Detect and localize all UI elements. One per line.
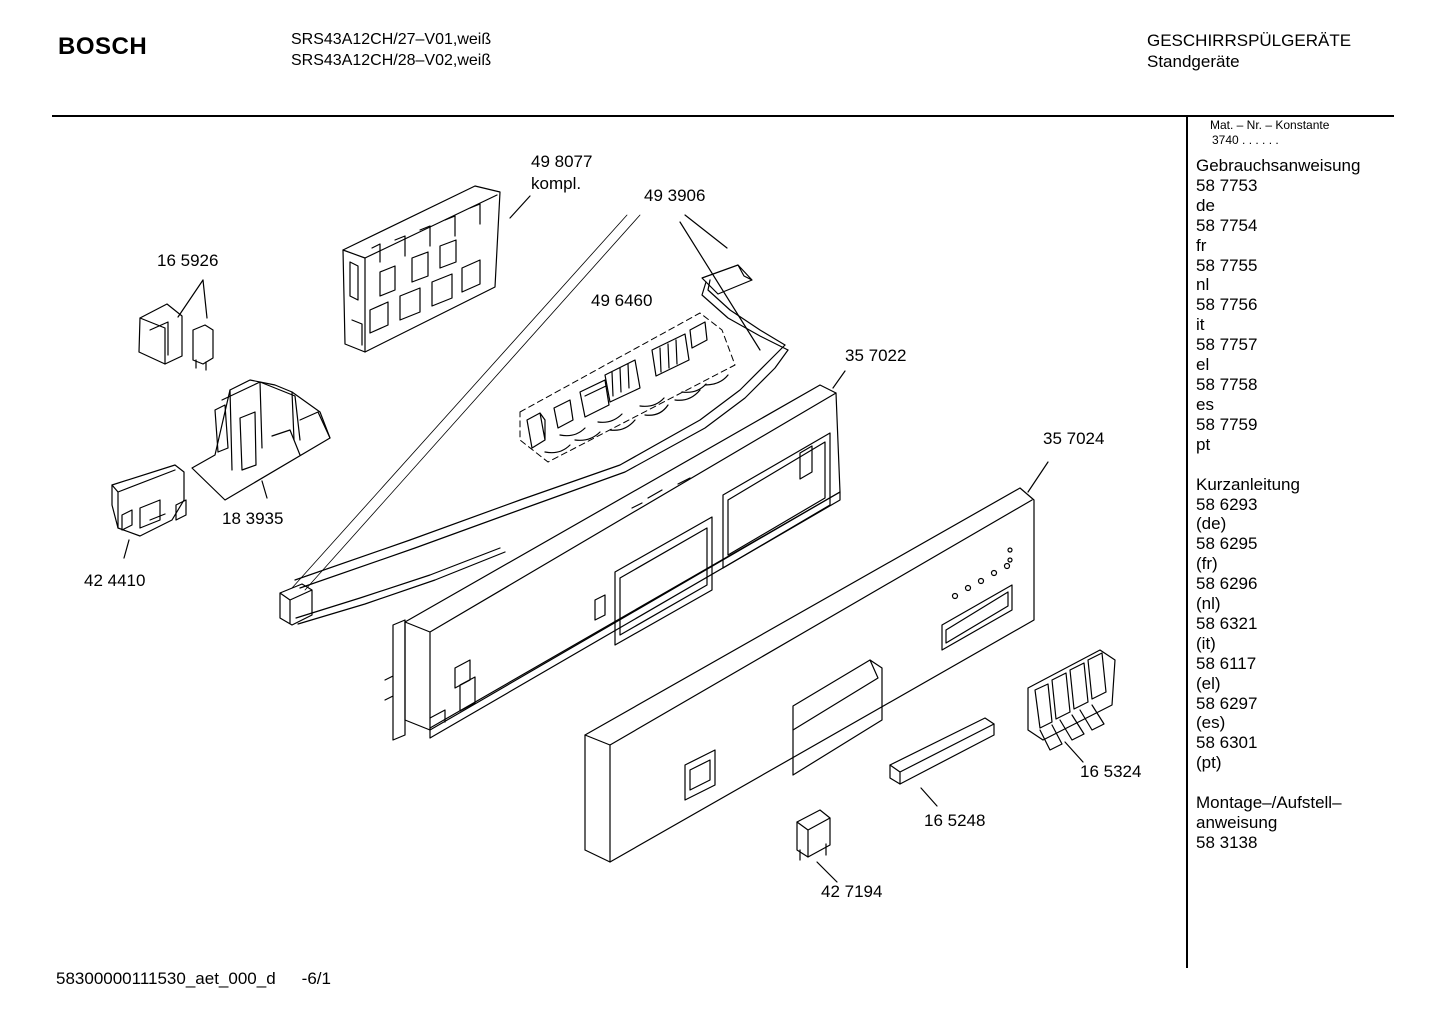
part-note-label: kompl. xyxy=(531,174,582,193)
sidebar-line: anweisung xyxy=(1196,813,1278,833)
cable-harness-part xyxy=(279,264,789,626)
sidebar-line: es xyxy=(1196,394,1214,414)
part-number-label: 35 7024 xyxy=(1043,429,1105,448)
sidebar-line: Montage–/Aufstell– xyxy=(1196,793,1342,813)
material-constant-value: 3740 . . . . . . xyxy=(1212,133,1279,147)
sidebar-line: 58 7757 xyxy=(1196,335,1258,355)
part-number-label: 16 5248 xyxy=(924,811,986,830)
bracket-part-183935 xyxy=(191,379,331,501)
control-panel-frame-part xyxy=(384,384,841,741)
leader-line xyxy=(1027,461,1049,493)
sidebar-line: nl xyxy=(1196,275,1210,295)
material-number-heading: Mat. – Nr. – Konstante xyxy=(1210,118,1330,132)
sidebar-line: 58 7756 xyxy=(1196,295,1258,315)
sidebar-line: (it) xyxy=(1196,633,1216,653)
strip-part-165248 xyxy=(889,717,995,785)
cover-part-165926 xyxy=(138,303,214,371)
sidebar-line: 58 7754 xyxy=(1196,215,1258,235)
sidebar-line: (el) xyxy=(1196,673,1221,693)
leader-line xyxy=(261,480,268,499)
model-line-2: SRS43A12CH/28–V02,weiß xyxy=(291,52,492,69)
sidebar-line: 58 7758 xyxy=(1196,374,1258,394)
brand-logo: BOSCH xyxy=(58,33,148,60)
part-number-label: 35 7022 xyxy=(845,346,907,365)
connector-group-part-496460 xyxy=(519,312,736,463)
bracket-part-424410 xyxy=(111,464,187,537)
category-title: GESCHIRRSPÜLGERÄTE xyxy=(1147,31,1352,50)
leader-line xyxy=(177,279,204,318)
sidebar-line: 58 6296 xyxy=(1196,574,1258,594)
sidebar-line: Gebrauchsanweisung xyxy=(1196,156,1361,175)
sidebar-line: (pt) xyxy=(1196,753,1222,773)
part-number-label: 18 3935 xyxy=(222,509,284,528)
sidebar-line: de xyxy=(1196,195,1215,215)
leader-line xyxy=(509,195,531,219)
leader-line xyxy=(684,214,728,249)
part-number-label: 49 8077 xyxy=(531,152,593,171)
sidebar-line: 58 3138 xyxy=(1196,833,1258,852)
part-number-label: 42 4410 xyxy=(84,571,146,590)
sidebar-line: 58 7755 xyxy=(1196,255,1258,275)
sidebar-line: el xyxy=(1196,355,1210,375)
sidebar-line: fr xyxy=(1196,235,1207,255)
page-number: -6/1 xyxy=(301,969,331,988)
sidebar-line: it xyxy=(1196,315,1205,335)
reference-line xyxy=(291,214,628,589)
sidebar-line: (de) xyxy=(1196,514,1227,534)
part-number-label: 16 5324 xyxy=(1080,762,1142,781)
leader-line xyxy=(920,787,938,807)
leader-line xyxy=(816,861,838,883)
document-id: 58300000111530_aet_000_d xyxy=(56,969,276,988)
reference-lines xyxy=(291,214,641,591)
sidebar-line: 58 6301 xyxy=(1196,733,1258,753)
sidebar-line: 58 6321 xyxy=(1196,613,1258,633)
sidebar-line: pt xyxy=(1196,434,1211,454)
part-number-label: 49 6460 xyxy=(591,291,653,310)
sidebar-line: 58 6295 xyxy=(1196,534,1258,554)
footer: 58300000111530_aet_000_d -6/1 xyxy=(56,969,331,989)
part-number-label: 16 5926 xyxy=(157,251,219,270)
sidebar-line: Kurzanleitung xyxy=(1196,474,1300,494)
reference-line xyxy=(304,214,641,591)
part-number-label: 49 3906 xyxy=(644,186,706,205)
sidebar-line: 58 7753 xyxy=(1196,175,1258,195)
leader-line xyxy=(202,279,208,319)
category-subtitle: Standgeräte xyxy=(1147,52,1240,71)
sidebar-line: 58 7759 xyxy=(1196,414,1258,434)
sidebar-line: 58 6297 xyxy=(1196,693,1258,713)
button-set-part-165324 xyxy=(1027,649,1116,751)
header-divider xyxy=(52,115,1394,117)
material-constant-block: Mat. – Nr. – Konstante 3740 . . . . . . xyxy=(1196,118,1391,148)
sidebar-line: (es) xyxy=(1196,713,1226,733)
leader-line xyxy=(1064,741,1084,763)
electronic-module-part xyxy=(342,185,501,353)
sidebar-divider xyxy=(1186,115,1188,968)
part-number-label: 42 7194 xyxy=(821,882,883,901)
sidebar-line: (nl) xyxy=(1196,594,1221,614)
switch-part-427194 xyxy=(796,809,831,861)
leader-line xyxy=(832,370,846,389)
sidebar-line: 58 6293 xyxy=(1196,494,1258,514)
front-fascia-panel-part xyxy=(584,487,1035,863)
model-line-1: SRS43A12CH/27–V01,weiß xyxy=(291,31,492,48)
leader-line xyxy=(123,539,130,559)
document-sidebar: Mat. – Nr. – Konstante 3740 . . . . . . … xyxy=(1196,118,1391,853)
sidebar-line: (fr) xyxy=(1196,554,1218,574)
leader-line xyxy=(679,221,761,351)
sidebar-line: 58 6117 xyxy=(1196,653,1257,673)
